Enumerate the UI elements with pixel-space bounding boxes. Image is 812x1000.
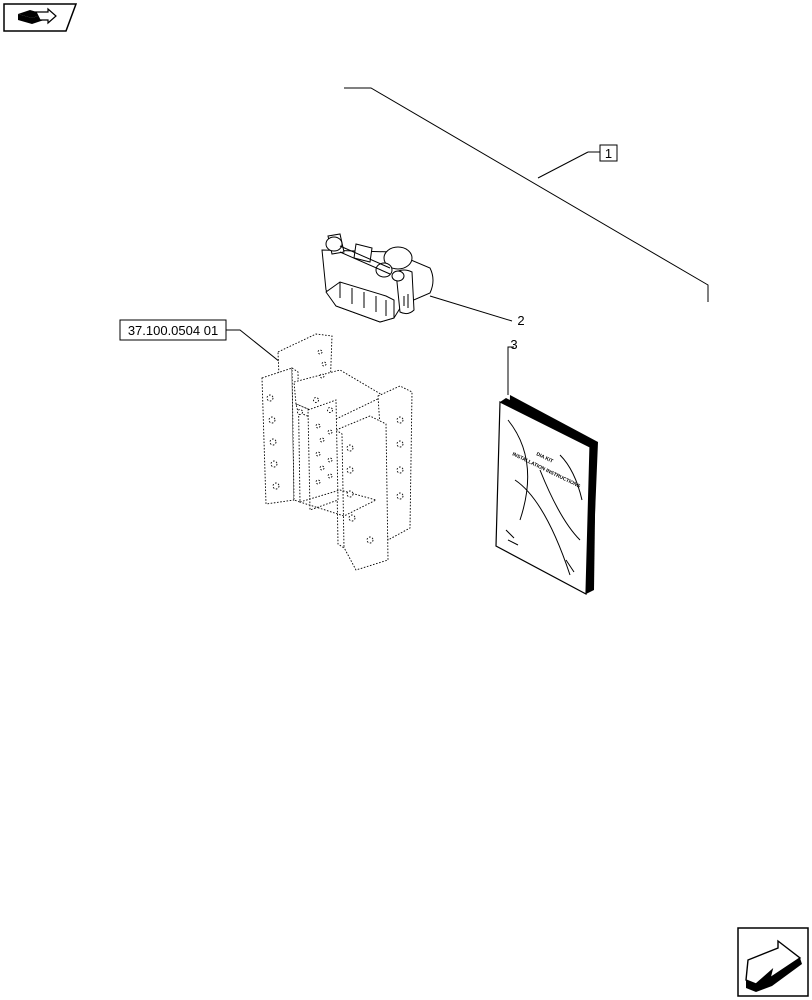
module-part	[321, 233, 434, 323]
callout-3[interactable]: 3	[510, 337, 517, 352]
next-page-arrow-icon[interactable]	[737, 927, 809, 997]
callout-3-leader	[507, 346, 514, 395]
reference-callout[interactable]: 37.100.0504 01	[119, 319, 227, 341]
hitch-bracket-part	[261, 333, 413, 571]
kit-bracket-line	[344, 87, 709, 302]
callout-2-leader	[429, 295, 513, 322]
callout-1[interactable]: 1	[599, 144, 618, 162]
callout-1-label: 1	[605, 146, 612, 161]
reference-leader	[226, 329, 291, 371]
bracket-holes	[266, 349, 404, 544]
reference-label: 37.100.0504 01	[128, 323, 218, 338]
callout-2[interactable]: 2	[517, 313, 524, 328]
installation-manual: DIA KIT INSTALLATION INSTRUCTIONS	[495, 395, 598, 595]
book-arrow-icon[interactable]	[3, 3, 78, 32]
